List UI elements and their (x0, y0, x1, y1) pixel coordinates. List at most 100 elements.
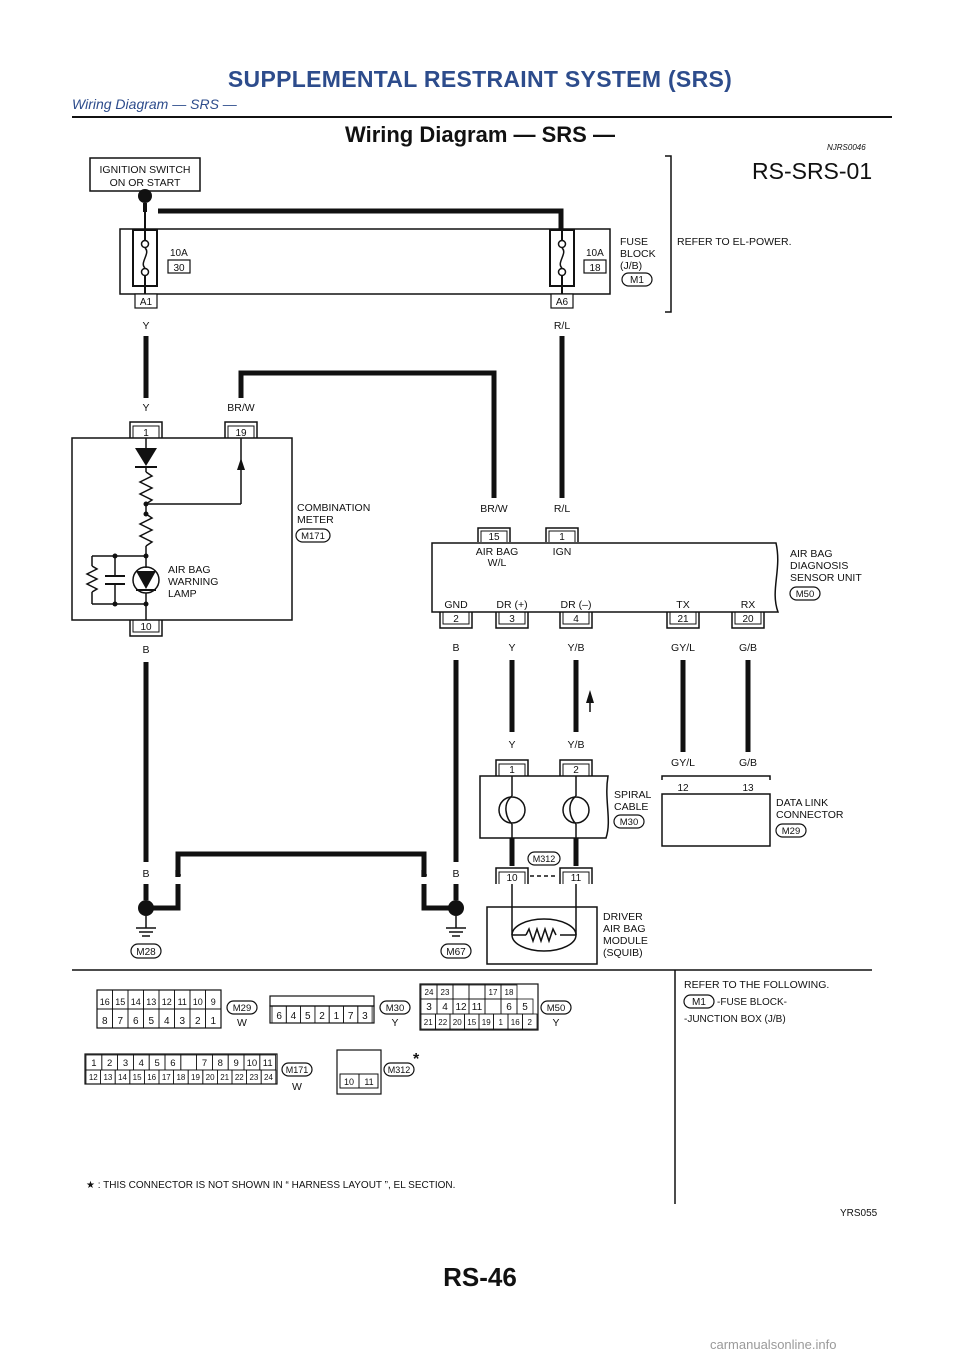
fuse-18-number: 18 (589, 263, 601, 274)
lamp-label-3: LAMP (168, 588, 197, 600)
connector-pin-number: 5 (522, 1002, 528, 1013)
wire-label-b-meter: B (142, 644, 149, 656)
spiral-coil-icon (562, 796, 590, 824)
meter-label-2: METER (297, 514, 334, 526)
spiral-connector: M30 (620, 817, 638, 828)
m30-view-id: M30 (386, 1003, 404, 1014)
connector-pin-number: 2 (107, 1058, 112, 1069)
wire-b-ground-link (175, 851, 427, 877)
meter-label-1: COMBINATION (297, 502, 370, 514)
fuse-block-label-2: BLOCK (620, 248, 656, 260)
refer-following-conn: M1 (692, 997, 706, 1008)
wire-label-rl-unit: R/L (554, 503, 571, 515)
wire-label-gb-dlc: G/B (739, 757, 757, 769)
fuse-30-number: 30 (173, 263, 185, 274)
connector-pin-number: 15 (133, 1073, 142, 1082)
air-bag-diagnosis-unit: 15 1 AIR BAG W/L IGN GND DR (+) DR (–) T… (431, 527, 780, 629)
connector-pin-number: 11 (263, 1058, 273, 1069)
connector-pin-number: 17 (162, 1073, 171, 1082)
dlc-pin-12: 12 (677, 783, 689, 794)
connector-pin-number: 3 (426, 1002, 432, 1013)
connector-pin-number: 4 (442, 1002, 448, 1013)
connector-pin-number: 19 (191, 1073, 200, 1082)
spiral-coil-icon (498, 796, 526, 824)
connector-pin-number: 8 (218, 1058, 223, 1069)
connector-pin-number: 23 (441, 988, 450, 997)
lamp-label-2: WARNING (168, 576, 218, 588)
fuse-block-label-1: FUSE (620, 236, 648, 248)
ground-right-id: M67 (446, 947, 466, 958)
ground-m67: M67 (440, 900, 472, 959)
fuse-30-rating: 10A (170, 248, 188, 259)
combination-meter: 1 19 10 (71, 421, 293, 637)
connector-pin-number: 6 (133, 1016, 139, 1027)
dlc-pin-13: 13 (742, 783, 754, 794)
wire-label-b-unit: B (452, 642, 459, 654)
m171-view-id: M171 (286, 1065, 309, 1075)
squib-connector-id: M312 (533, 854, 556, 864)
wire-label-y-top: Y (142, 320, 149, 332)
flow-arrow-icon (237, 458, 245, 470)
connector-pin-number: 21 (424, 1018, 433, 1027)
ground-left-id: M28 (136, 947, 156, 958)
resistor-icon-3 (85, 565, 99, 593)
squib-label-4: (SQUIB) (603, 947, 643, 959)
m312-pin-10: 10 (344, 1077, 354, 1087)
connector-pin-number: 24 (425, 988, 434, 997)
connector-pin-number: 11 (178, 997, 187, 1007)
connector-pin-number: 20 (453, 1018, 462, 1027)
connector-pin-number: 12 (162, 997, 172, 1007)
m50-view-id: M50 (547, 1003, 565, 1014)
connector-pin-number: 11 (472, 1002, 483, 1013)
connector-pin-number: 20 (206, 1073, 215, 1082)
ignition-node-dot (138, 189, 152, 203)
unit-pin-4: 4 (573, 614, 579, 625)
spiral-pin-2: 2 (573, 765, 579, 776)
terminal-a6: A6 (556, 297, 569, 308)
unit-pin-2: 2 (453, 614, 459, 625)
watermark: carmanualsonline.info (710, 1337, 837, 1352)
connector-cavity (205, 1008, 222, 1029)
connector-cavity (468, 984, 486, 1000)
m312-star-marker: * (413, 1051, 420, 1068)
wire-label-y-meter: Y (142, 402, 149, 414)
fuse-block: 10A 30 10A 18 A1 A6 (119, 228, 611, 309)
squib-label-1: DRIVER (603, 911, 643, 923)
connector-pin-number: 5 (305, 1011, 311, 1022)
connector-pin-number: 5 (154, 1058, 159, 1069)
connector-badge-m30 (613, 814, 645, 829)
page-number: RS-46 (443, 1262, 517, 1292)
unit-dr-plus-label: DR (+) (496, 599, 527, 611)
diagram-code: RS-SRS-01 (752, 158, 873, 184)
header-rule (72, 116, 892, 118)
refer-el-power: REFER TO EL-POWER. (677, 236, 792, 248)
connector-pin-number: 7 (117, 1016, 123, 1027)
reference-code: NJRS0046 (827, 143, 866, 152)
spiral-pin-1: 1 (509, 765, 515, 776)
ignition-bus-wire (158, 208, 564, 229)
connector-pin-number: 6 (170, 1058, 175, 1069)
meter-pin-19: 19 (235, 428, 247, 439)
unit-pin1-name: IGN (553, 546, 572, 558)
connector-pin-number: 16 (511, 1018, 520, 1027)
squib-label-2: AIR BAG (603, 923, 646, 935)
wire-label-b-ground-2: B (174, 868, 181, 880)
dlc-connector: M29 (782, 826, 800, 837)
connector-cavity (484, 998, 502, 1015)
connector-pin-number: 9 (211, 997, 216, 1007)
connector-pin-number: 15 (115, 997, 125, 1007)
connector-pin-number: 4 (291, 1011, 297, 1022)
data-link-connector: 12 13 (661, 775, 771, 847)
connector-badge-m171 (295, 528, 331, 543)
meter-connector: M171 (301, 531, 325, 542)
connector-pin-number: 10 (193, 997, 203, 1007)
m50-view-color: Y (552, 1017, 559, 1029)
unit-pin-15: 15 (488, 532, 500, 543)
wire-label-y-spiral: Y (508, 739, 515, 751)
connector-cavity (180, 1054, 198, 1071)
refer-following-heading: REFER TO THE FOLLOWING. (684, 979, 829, 991)
page-title: Wiring Diagram — SRS — (345, 122, 615, 147)
connector-badge-m29 (775, 823, 807, 838)
meter-pin-1: 1 (143, 428, 149, 439)
